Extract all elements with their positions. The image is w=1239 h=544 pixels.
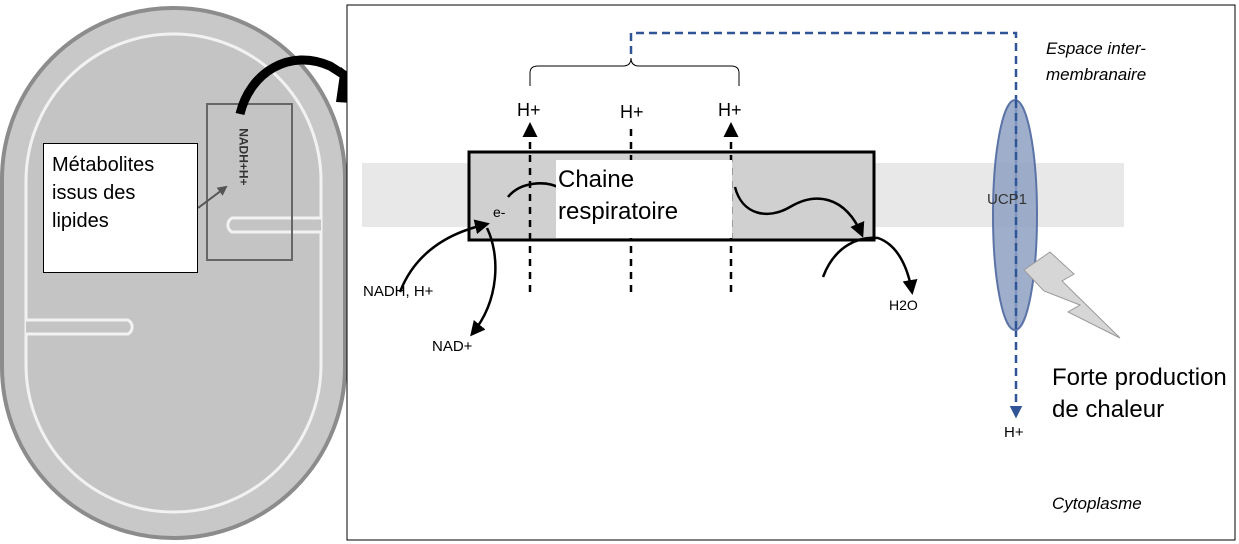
water-label: H2O [889, 297, 918, 313]
ucp1-label: UCP1 [987, 191, 1028, 208]
nadh-oxidation-arrow [398, 219, 490, 293]
zoom-arrow [235, 55, 355, 116]
ucp1-proton-leak-path [629, 31, 1023, 419]
mitochondrion [0, 6, 386, 540]
nad-release-arrow [470, 227, 497, 337]
proton-label-1: H+ [517, 100, 541, 120]
cytoplasm-label: Cytoplasme [1052, 494, 1142, 513]
ucp1-proton-label: H+ [1004, 424, 1024, 441]
nadh-h-vertical-label: NADH+H+ [236, 128, 251, 186]
proton-label-2: H+ [620, 102, 644, 122]
inter-membrane-space-label: Espace inter-membranaire [1046, 39, 1147, 84]
mito-inner-membrane [24, 32, 323, 514]
respiratory-chain-label: Chaine respiratoire [558, 166, 679, 225]
metabolites-label-box: Métabolites issus des lipides [43, 143, 198, 273]
proton-pump-brace [529, 57, 740, 86]
nad-label: NAD+ [432, 338, 473, 355]
mito-crista-upper [226, 216, 321, 234]
respiratory-chain-label-box: Chaine respiratoire [556, 160, 732, 238]
electron-flow-path [507, 182, 862, 235]
nadh-h-label: NADH, H+ [363, 283, 434, 300]
proton-label-3: H+ [718, 100, 742, 120]
electron-label: e- [493, 204, 506, 220]
mito-crista-lower [26, 318, 134, 336]
oxygen-reduction-arrow [821, 236, 918, 295]
metabolites-arrow [197, 185, 228, 209]
lightning-icon [1023, 251, 1121, 339]
metabolites-label: Métabolites issus des lipides [52, 154, 155, 232]
heat-production-label: Forte production de chaleur [1052, 364, 1227, 423]
mito-zoom-frame [206, 103, 293, 261]
